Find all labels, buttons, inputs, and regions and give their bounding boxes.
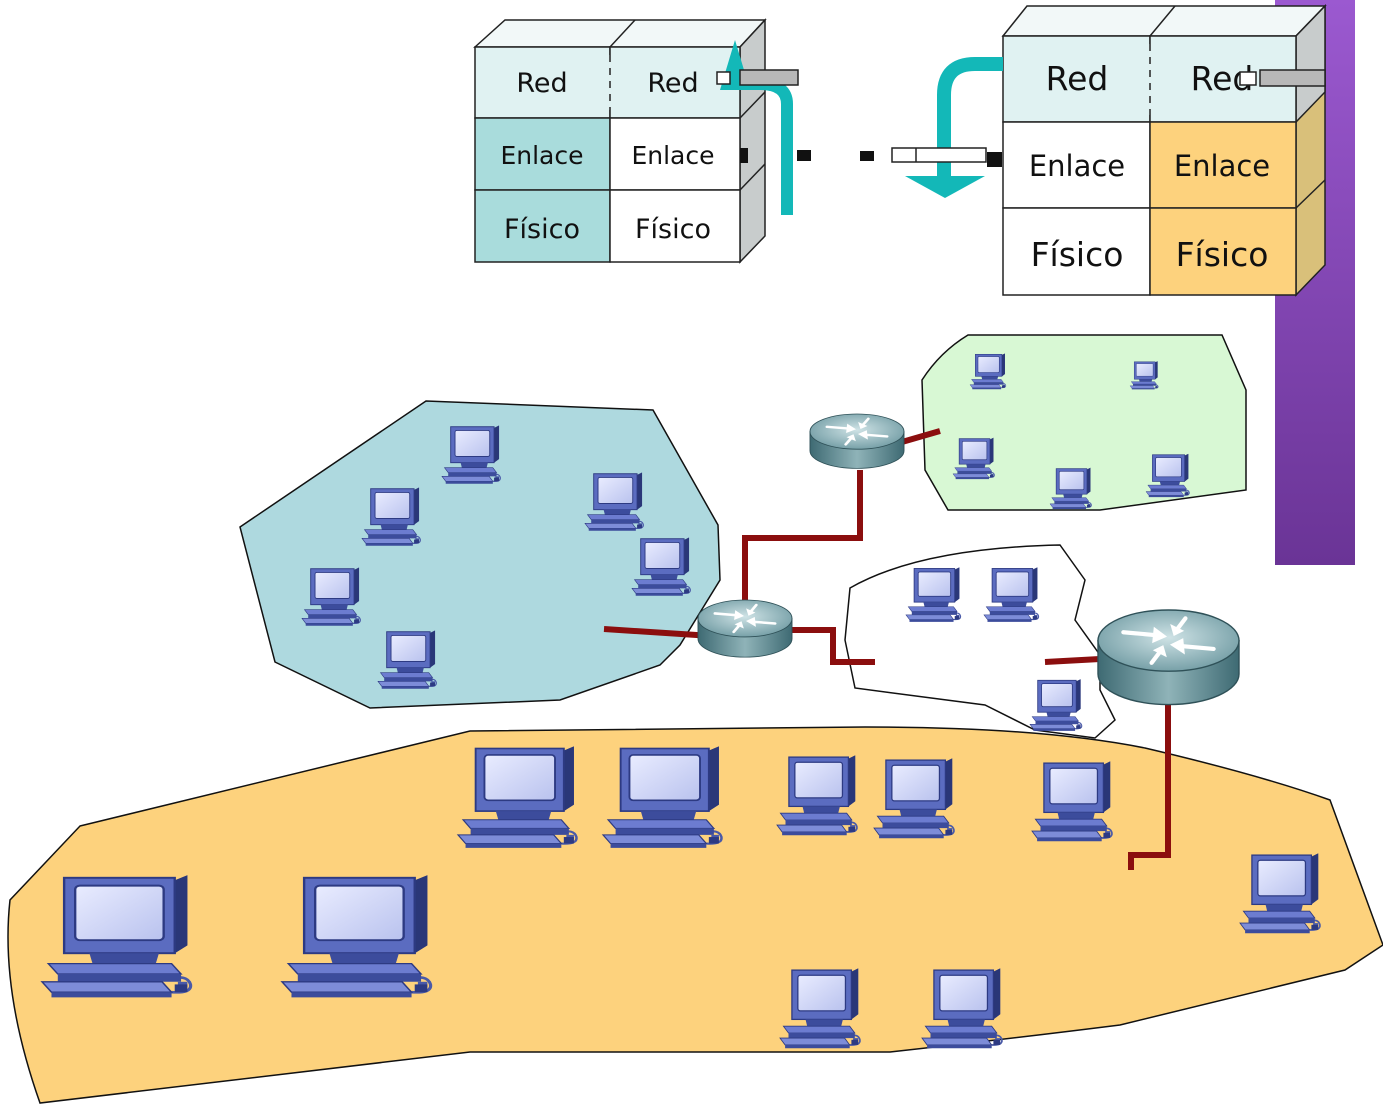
desktop-computer-icon [1145,453,1190,498]
link-white-to-big-router [1044,656,1101,665]
stack-link [740,148,1002,167]
desktop-computer-icon [1029,678,1083,732]
desktop-computer-icon [377,629,437,690]
stack-left-layer-fisico-right: Físico [635,214,711,245]
stack-right-enlace-left-cell [1002,121,1151,209]
stack-left-enlace-left-cell [474,117,611,191]
desktop-computer-icon [601,745,723,850]
stack-left-layer-fisico-left: Físico [504,214,580,245]
link-router-top-to-green [901,428,941,445]
stack-right-layer-enlace-left: Enlace [1029,149,1125,183]
curved-arrow-icon [905,57,1003,198]
stack-right-fisico-left-cell [1002,207,1151,296]
desktop-computer-icon [969,353,1007,390]
stack-left-layer-red-right: Red [647,68,698,99]
desktop-computer-icon [1239,852,1321,935]
stack-right-layer-fisico-right: Físico [1176,235,1269,274]
desktop-computer-icon [776,754,858,837]
desktop-computer-icon [280,873,433,999]
desktop-computer-icon [441,424,501,485]
desktop-computer-icon [456,745,578,850]
packet-icon [716,69,799,86]
desktop-computer-icon [584,471,644,532]
stack-right-fisico-right-cell [1149,207,1297,296]
stack-left-top-face [473,19,767,48]
stack-left-layer-enlace-right: Enlace [631,141,714,170]
stack-left-enlace-right-cell [609,117,741,191]
packet-icon [891,147,987,163]
stack-right-layer-fisico-left: Físico [1031,235,1124,274]
link-blue-to-router [603,626,713,639]
stack-right-layer-enlace-right: Enlace [1174,149,1270,183]
desktop-computer-icon [361,486,421,547]
stack-right-top-face [1001,5,1327,37]
desktop-computer-icon [1129,360,1159,390]
desktop-computer-icon [905,566,962,623]
desktop-computer-icon [631,536,691,597]
router-icon [1098,610,1239,705]
link-router-to-white [790,627,875,665]
desktop-computer-icon [873,757,955,840]
stack-left-fisico-right-cell [609,189,741,263]
desktop-computer-icon [1031,760,1113,843]
desktop-computer-icon [983,566,1040,623]
stack-right-enlace-right-cell [1149,121,1297,209]
stack-left-side-face [739,18,766,264]
stack-right-red-left-cell [1002,35,1151,123]
protocol-stack-right: Red Red Enlace Enlace Físico Físico [891,4,1327,297]
router-icon [696,598,794,659]
desktop-computer-icon [1049,467,1092,510]
network-links [603,428,1171,870]
desktop-computer-icon [779,967,861,1050]
desktop-computer-icon [40,873,193,999]
protocol-stack-left: Red Red Enlace Enlace Físico Físico [473,18,799,264]
stack-left-layer-red-left: Red [516,68,567,99]
stack-left-layer-enlace-left: Enlace [500,141,583,170]
stack-right-layer-red-left: Red [1046,59,1109,98]
desktop-computer-icon [952,437,995,480]
packet-icon [1239,69,1326,87]
stack-left-fisico-left-cell [474,189,611,263]
router-icon [808,412,906,470]
desktop-computer-icon [921,967,1003,1050]
link-big-router-to-orange [1128,702,1171,870]
desktop-computer-icon [301,566,361,627]
link-router-to-router-top [742,470,863,612]
